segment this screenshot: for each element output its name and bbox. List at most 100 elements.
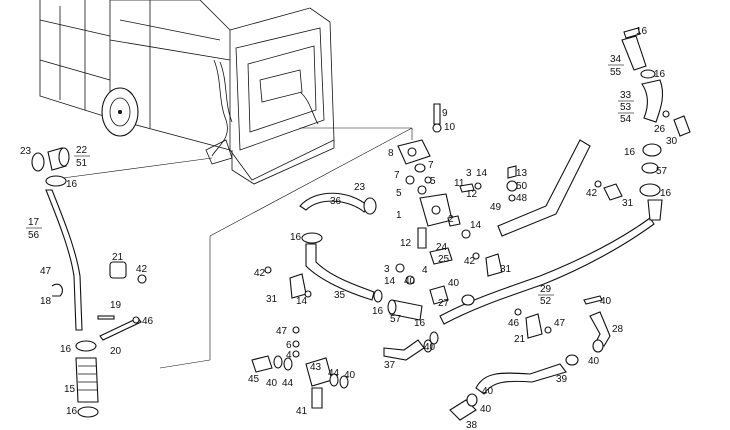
label-47: 47 (554, 318, 566, 329)
label-44: 44 (282, 378, 294, 389)
label-14: 14 (384, 276, 396, 287)
label-42: 42 (464, 256, 476, 267)
clamps-31 (264, 252, 552, 339)
label-16: 16 (654, 69, 666, 80)
label-40: 40 (404, 276, 416, 287)
label-7: 7 (394, 170, 400, 181)
label-23: 23 (20, 146, 32, 157)
label-33: 33 (620, 90, 632, 101)
flex-pipe-15 (75, 357, 99, 403)
label-51: 51 (76, 158, 88, 169)
label-40: 40 (588, 356, 600, 367)
label-10: 10 (444, 122, 456, 133)
label-44: 44 (328, 368, 340, 379)
label-43: 43 (310, 362, 322, 373)
label-21: 21 (112, 252, 124, 263)
label-23: 23 (354, 182, 366, 193)
label-16: 16 (624, 147, 636, 158)
label-7: 7 (428, 160, 434, 171)
label-11: 11 (454, 178, 465, 189)
label-24: 24 (436, 242, 448, 253)
label-37: 37 (384, 360, 396, 371)
bus-rear-illustration (39, 0, 335, 185)
label-9: 9 (442, 108, 448, 119)
label-19: 19 (110, 300, 122, 311)
label-57: 57 (390, 314, 402, 325)
label-16: 16 (636, 26, 648, 37)
label-45: 45 (248, 374, 260, 385)
label-55: 55 (610, 67, 622, 78)
label-2: 2 (448, 214, 454, 225)
label-8: 8 (388, 148, 394, 159)
label-13: 13 (516, 168, 528, 179)
label-40: 40 (600, 296, 612, 307)
label-40: 40 (424, 342, 436, 353)
label-16: 16 (60, 344, 72, 355)
label-52: 52 (540, 296, 552, 307)
label-36: 36 (330, 196, 342, 207)
label-48: 48 (516, 193, 528, 204)
fitting-group-bottom (251, 326, 349, 409)
label-31: 31 (622, 198, 634, 209)
label-57: 57 (656, 166, 668, 177)
label-27: 27 (438, 298, 450, 309)
label-14: 14 (470, 220, 482, 231)
label-40: 40 (266, 378, 278, 389)
pipe-28 (589, 311, 611, 347)
label-15: 15 (64, 384, 76, 395)
tailpipe-17-56 (45, 189, 83, 331)
label-46: 46 (142, 316, 154, 327)
pipe-upper-long (497, 139, 591, 237)
label-29: 29 (540, 284, 552, 295)
label-54: 54 (620, 114, 632, 125)
label-6: 6 (286, 340, 292, 351)
label-16: 16 (660, 188, 672, 199)
label-4: 4 (422, 265, 428, 276)
clamp-rings-left (31, 147, 70, 187)
pipe-37 (383, 339, 425, 361)
label-42: 42 (586, 188, 598, 199)
label-12: 12 (466, 189, 478, 200)
label-20: 20 (110, 346, 122, 357)
label-14: 14 (296, 296, 308, 307)
label-30: 30 (666, 136, 678, 147)
pipe-39 (475, 363, 567, 395)
label-5: 5 (430, 176, 436, 187)
pipe-29-52 (439, 217, 655, 325)
label-1: 1 (396, 210, 402, 221)
label-4: 4 (286, 350, 292, 361)
label-17: 17 (28, 217, 40, 228)
label-25: 25 (438, 254, 450, 265)
label-16: 16 (66, 406, 78, 417)
label-18: 18 (40, 296, 52, 307)
label-38: 38 (466, 420, 478, 430)
label-5: 5 (396, 188, 402, 199)
label-16: 16 (372, 306, 384, 317)
label-31: 31 (266, 294, 278, 305)
label-26: 26 (654, 124, 666, 135)
label-46: 46 (508, 318, 520, 329)
label-42: 42 (136, 264, 148, 275)
label-47: 47 (276, 326, 288, 337)
label-14: 14 (476, 168, 488, 179)
label-34: 34 (610, 54, 622, 65)
label-41: 41 (296, 406, 308, 417)
label-12: 12 (400, 238, 412, 249)
label-16: 16 (414, 318, 426, 329)
label-42: 42 (254, 268, 266, 279)
pipe-35 (305, 243, 375, 301)
label-40: 40 (480, 404, 492, 415)
label-49: 49 (490, 202, 502, 213)
label-16: 16 (66, 179, 78, 190)
label-56: 56 (28, 230, 40, 241)
label-16: 16 (290, 232, 302, 243)
label-40: 40 (482, 386, 494, 397)
label-53: 53 (620, 102, 632, 113)
right-upper-parts (594, 27, 691, 221)
bracket-parts-left (51, 261, 147, 352)
label-3: 3 (384, 264, 390, 275)
label-28: 28 (612, 324, 624, 335)
label-39: 39 (556, 374, 568, 385)
part-labels: 16 34 55 16 33 53 54 26 30 16 57 16 42 3… (20, 26, 678, 430)
